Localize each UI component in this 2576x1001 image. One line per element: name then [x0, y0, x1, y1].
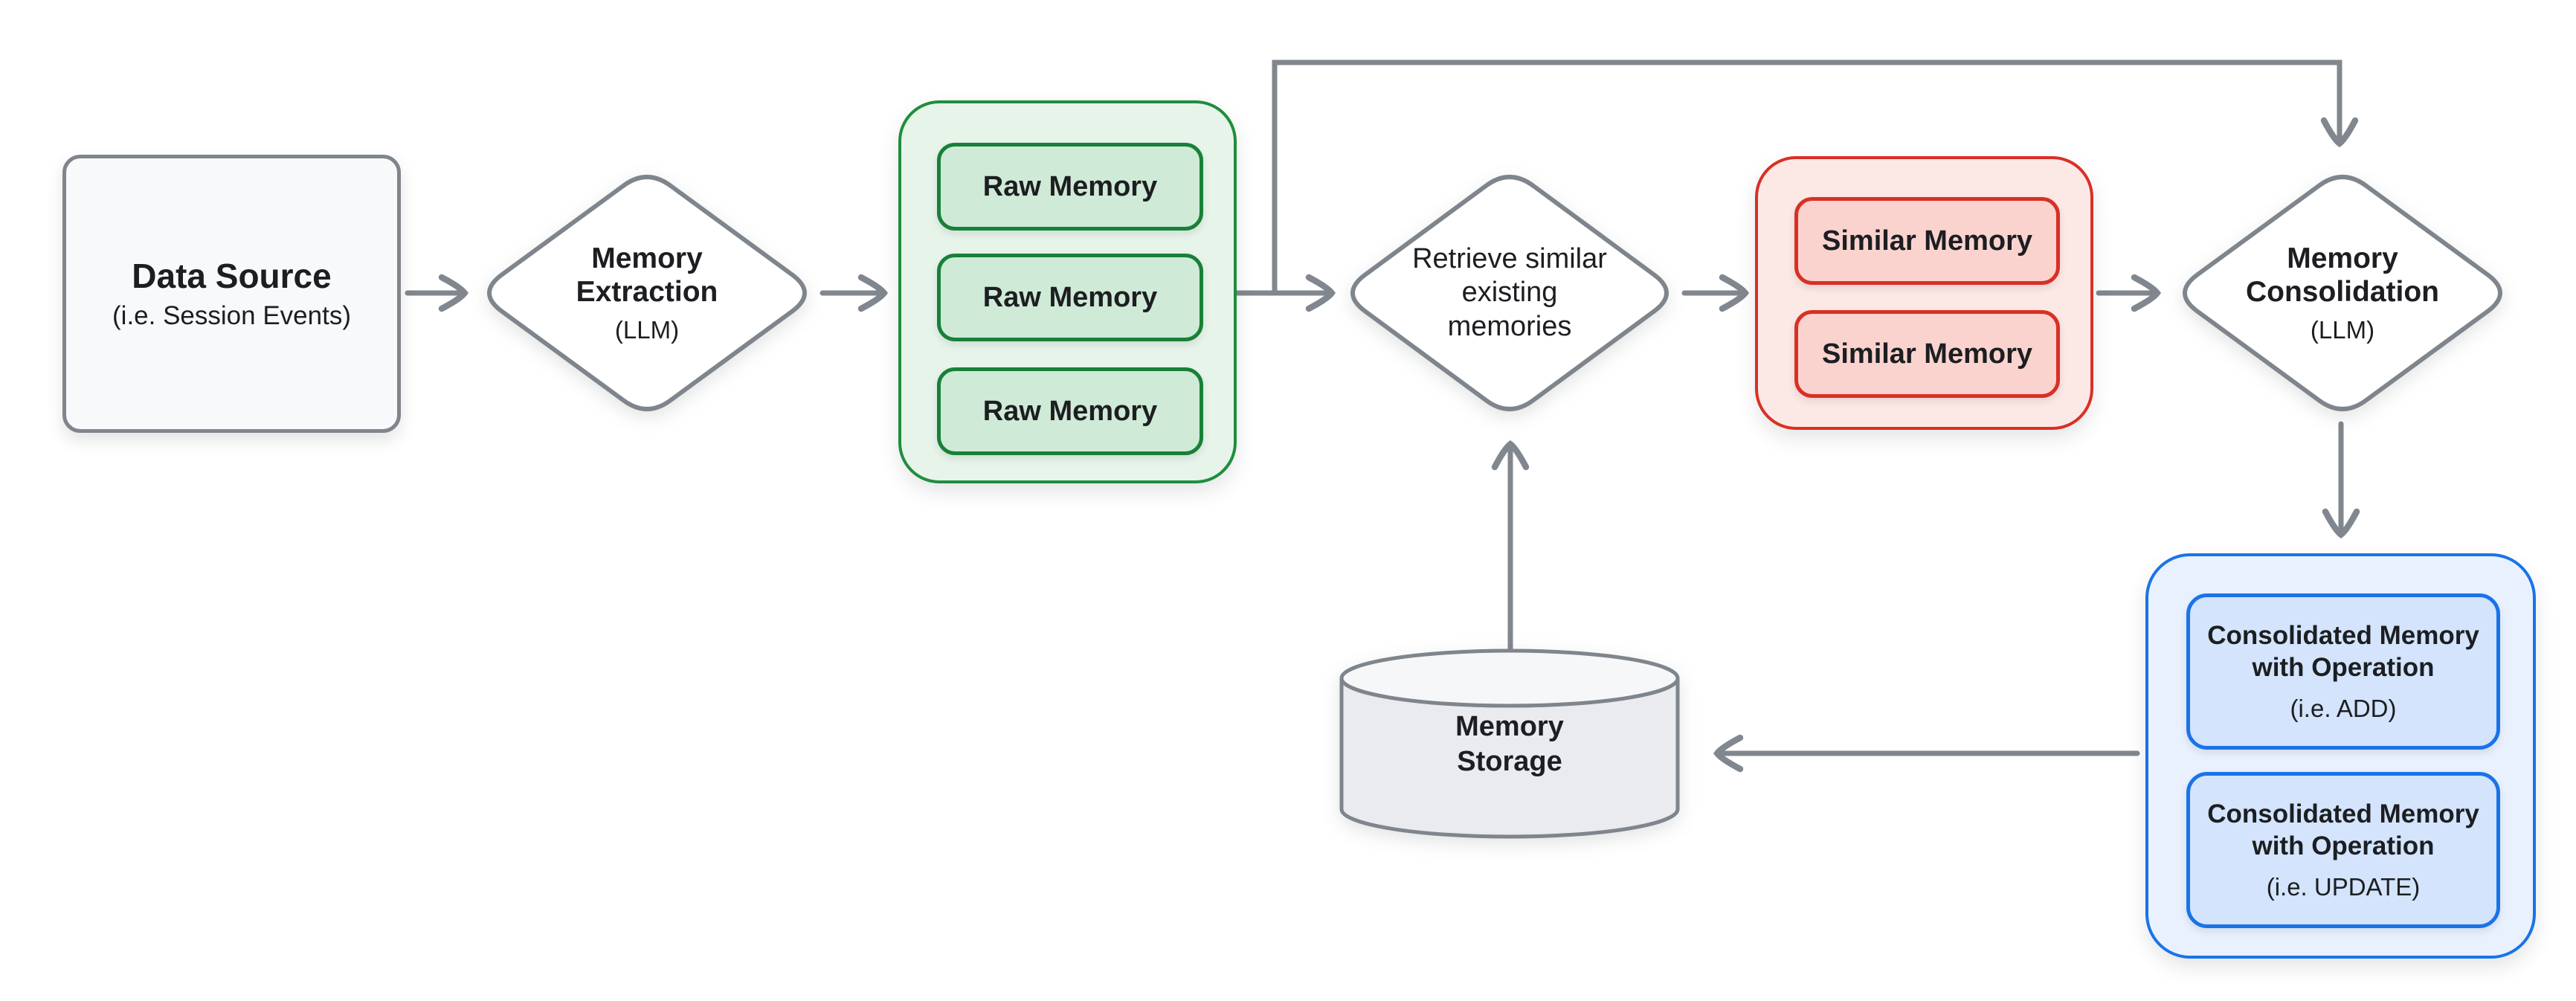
data-source-subtitle: (i.e. Session Events) [112, 301, 351, 331]
memory-extraction-diamond [487, 175, 807, 411]
memory-extraction-label: Memory Extraction (LLM) [483, 171, 811, 415]
memory-storage-title: Memory Storage [1455, 711, 1564, 777]
consolidated-memory-item-add: Consolidated Memory with Operation (i.e.… [2186, 593, 2500, 750]
data-source-title: Data Source [132, 256, 332, 295]
memory-consolidation-label: Memory Consolidation (LLM) [2179, 171, 2506, 415]
memory-consolidation-title: Memory Consolidation [2246, 242, 2439, 308]
raw-memory-label: Raw Memory [982, 170, 1158, 202]
similar-memory-container: Similar Memory Similar Memory [1755, 156, 2093, 430]
arrow-feedback-to-consolidation [1272, 59, 2359, 294]
raw-memory-item: Raw Memory [937, 367, 1203, 455]
raw-memory-label: Raw Memory [982, 281, 1158, 313]
memory-extraction-subtitle: (LLM) [614, 316, 680, 344]
memory-consolidation-diamond [2183, 175, 2502, 411]
similar-memory-item: Similar Memory [1794, 310, 2060, 398]
cylinder-top [1339, 648, 1680, 708]
consolidated-memory-operation: (i.e. UPDATE) [2266, 872, 2421, 901]
retrieve-similar-memories-label: Retrieve similar existing memories [1346, 171, 1673, 415]
raw-memory-item: Raw Memory [937, 143, 1203, 231]
similar-memory-label: Similar Memory [1822, 338, 2032, 370]
raw-memory-label: Raw Memory [982, 395, 1158, 427]
consolidated-memory-title: Consolidated Memory with Operation [2207, 621, 2479, 682]
memory-extraction-title: Memory Extraction [576, 242, 718, 308]
memory-consolidation-subtitle: (LLM) [2310, 316, 2375, 344]
memory-storage-label: Memory Storage [1342, 690, 1677, 798]
memory-storage-cylinder [1339, 648, 1680, 839]
retrieve-similar-memories-title: Retrieve similar existing memories [1412, 242, 1607, 342]
consolidated-memory-title: Consolidated Memory with Operation [2207, 799, 2479, 860]
consolidated-memory-container: Consolidated Memory with Operation (i.e.… [2145, 553, 2536, 959]
raw-memory-item: Raw Memory [937, 254, 1203, 341]
similar-memory-item: Similar Memory [1794, 197, 2060, 285]
consolidated-memory-operation: (i.e. ADD) [2290, 694, 2397, 722]
data-source-node: Data Source (i.e. Session Events) [62, 155, 401, 433]
raw-memory-container: Raw Memory Raw Memory Raw Memory [898, 100, 1237, 483]
consolidated-memory-item-update: Consolidated Memory with Operation (i.e.… [2186, 772, 2500, 928]
retrieve-similar-memories-diamond [1350, 175, 1669, 411]
similar-memory-label: Similar Memory [1822, 225, 2032, 257]
